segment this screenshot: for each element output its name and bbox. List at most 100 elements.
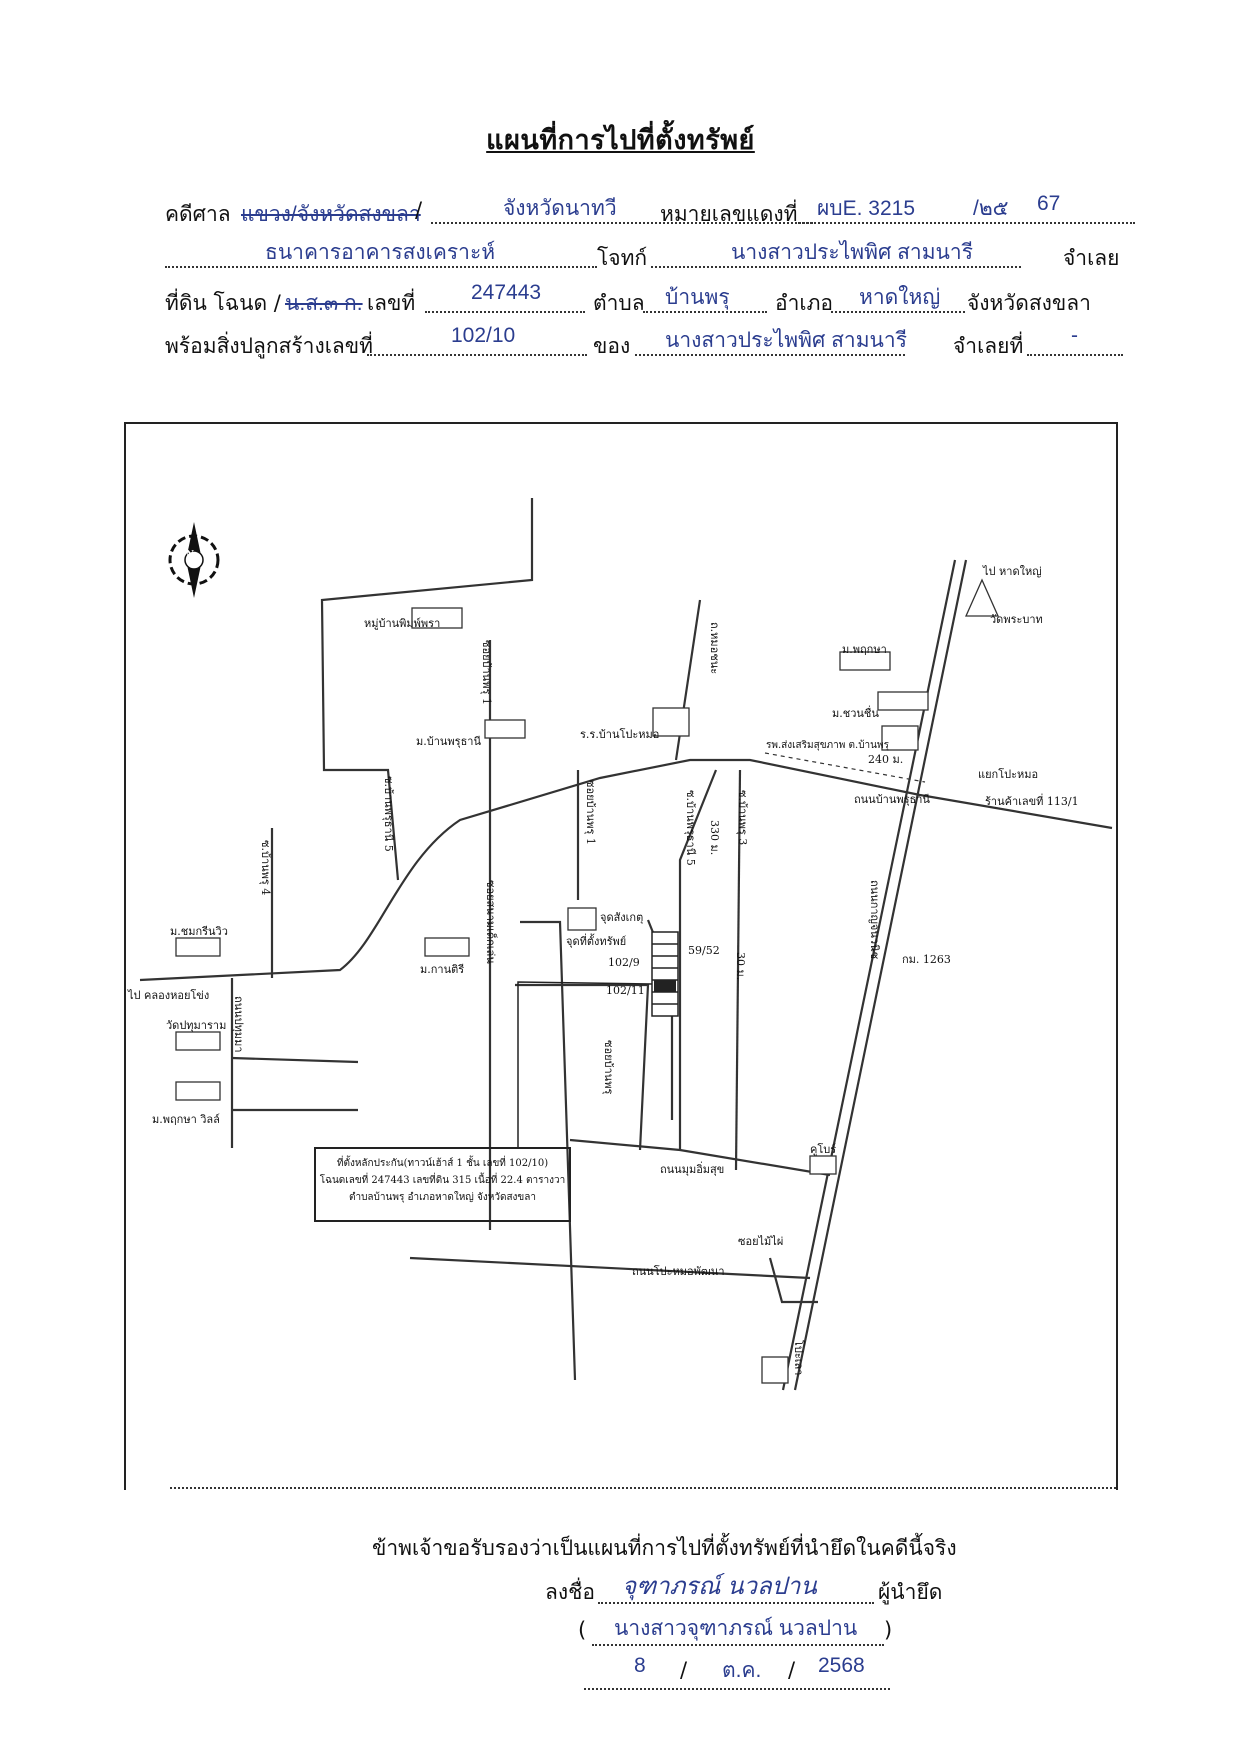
label-soi-banpru-3: ซ.บ้านพรุ 3	[736, 790, 749, 846]
printed-name: นางสาวจุฑาภรณ์ นวลปาน	[614, 1617, 858, 1640]
road-chaloem	[569, 1138, 831, 1177]
owner-label: ของ	[593, 334, 631, 358]
target-block	[651, 931, 679, 1017]
road-target-soi	[520, 920, 577, 1381]
label-road-popo: ถนนโปะหมอพัฒนา	[632, 1265, 725, 1278]
label-shop-113: ร้านค้าเลขที่ 113/1	[985, 795, 1079, 808]
deed-no-label: เลขที่	[367, 291, 416, 315]
label-to-hatyai: ไป หาดใหญ่	[983, 565, 1042, 578]
label-checkpoint: จุดสังเกตุ	[600, 911, 644, 924]
label-soi-banpru-4: ซ.บ้านพรุ 4	[259, 840, 272, 896]
collateral-info-box: ที่ตั้งหลักประกัน(ทาวน์เฮ้าส์ 1 ชั้น เลข…	[314, 1147, 571, 1222]
hospital-icon	[881, 725, 919, 751]
map-bottom-border	[170, 1487, 1116, 1489]
header-line-4: พร้อมสิ่งปลูกสร้างเลขที่ 102/10 ของ นางส…	[165, 324, 1123, 364]
temple-icon-pathumparam	[175, 1031, 221, 1051]
label-soi-1: ซอยบ้านพรุ 1	[480, 640, 493, 705]
slash: /	[415, 198, 423, 222]
info-line-2: โฉนดเลขที่ 247443 เลขที่ดิน 315 เนื้อที่…	[319, 1175, 566, 1186]
date-year: 2568	[818, 1654, 865, 1677]
red-number: ผบE. 3215	[817, 197, 916, 220]
label-soi-5: ซ.บ้านพรุธานี 5	[382, 776, 395, 852]
village-icon-phrueksa-ville	[175, 1081, 221, 1101]
label-pochanai: โปะเลา	[792, 1340, 805, 1376]
land-label: ที่ดิน โฉนด /	[165, 291, 281, 315]
date-day: 8	[634, 1654, 646, 1677]
tambon-label: ตำบล	[593, 291, 645, 315]
year-sep: /๒๕	[973, 197, 1009, 220]
close-paren: )	[884, 1618, 893, 1642]
case-prefix: คดีศาล	[165, 202, 231, 226]
header-line-2: ธนาคารอาคารสงเคราะห์ โจทก์ นางสาวประไพพิ…	[165, 241, 1123, 276]
label-hospital: รพ.ส่งเสริมสุขภาพ ต.บ้านพรุ	[766, 740, 889, 751]
defendant-no-label: จำเลยที่	[953, 334, 1024, 358]
label-m-banprutani: ม.บ้านพรุธานี	[416, 735, 481, 748]
case-year: 67	[1037, 192, 1061, 215]
label-wat-phrabat: วัดพระบาท	[990, 613, 1043, 626]
village-icon-chonkrit	[175, 937, 221, 957]
label-road-soi-north: ซอยบ้านพรุ 1	[584, 780, 597, 845]
label-dist-30: 30 ม.	[734, 952, 747, 981]
info-line-1: ที่ตั้งหลักประกัน(ทาวน์เฮ้าส์ 1 ชั้น เลข…	[336, 1158, 549, 1169]
owner-name: นางสาวประไพพิศ สามนารี	[665, 329, 907, 352]
house-no: 102/10	[451, 324, 516, 347]
village-icon-banprutani	[484, 719, 526, 739]
amphoe-label: อำเภอ	[775, 291, 834, 315]
date-sep-1: /	[680, 1658, 688, 1682]
seizer-label: ผู้นำยึด	[878, 1580, 943, 1604]
road-karnchanavanich	[793, 559, 968, 1391]
hospital-icon-south	[761, 1356, 789, 1384]
road-banprutani	[139, 758, 1113, 982]
deed-no: 247443	[471, 281, 542, 304]
village-icon-pimwara	[411, 607, 463, 629]
road-upper-left-loop	[320, 498, 534, 881]
label-m-chuanchuen: ม.ชวนชื่น	[832, 707, 879, 720]
header-line-1: คดีศาล แขวง/จังหวัดสงขลา / จังหวัดนาทวี …	[165, 192, 1135, 232]
label-m-phrueksa-ville: ม.พฤกษา วิลล์	[152, 1113, 220, 1126]
label-lot-102-9: 102/9	[608, 956, 640, 969]
label-road-chaloem: ถนนมุมอิ่มสุข	[660, 1163, 725, 1176]
village-icon-phrueksa	[839, 651, 891, 671]
compass-icon	[168, 522, 220, 598]
amphoe: หาดใหญ่	[859, 286, 941, 309]
red-number-label: หมายเลขแดงที่	[660, 202, 798, 226]
compass-letter: N	[186, 550, 195, 560]
label-target-mark: จุดที่ตั้งทรัพย์	[566, 935, 627, 948]
sign-label: ลงชื่อ	[545, 1580, 595, 1604]
province: จังหวัดสงขลา	[967, 291, 1091, 315]
label-soi-banpru-5b: ซ.บ้านพรุธานี 5	[684, 790, 697, 866]
date-sep-2: /	[788, 1658, 796, 1682]
label-lot-59-52: 59/52	[688, 944, 720, 957]
court-struck: แขวง/จังหวัดสงขลา	[241, 203, 421, 226]
label-market: แยกโปะหมอ	[978, 768, 1039, 781]
temple-icon-phrabat	[964, 578, 1000, 617]
plaintiff-name: ธนาคารอาคารสงเคราะห์	[265, 241, 496, 264]
label-soi-maisue: ซอยไม้ไผ่	[738, 1235, 784, 1248]
tambon: บ้านพรุ	[665, 286, 730, 309]
village-icon-chuanchuen	[877, 691, 929, 711]
land-struck: น.ส.๓ ก.	[285, 292, 363, 315]
defendant-label: จำเลย	[1063, 246, 1120, 270]
label-road-pomchuen: ซอยสนามเด็กเล่น	[484, 880, 497, 964]
landmark-icon	[567, 907, 597, 931]
village-icon-kanphirot	[424, 937, 470, 957]
label-mubaan-pimwara: หมู่บ้านพิมพ์พรา	[364, 617, 441, 630]
target-lot	[654, 980, 676, 992]
label-lot-102-11: 102/11	[606, 984, 645, 997]
label-wat-pathumparam: วัดปทุมาราม	[166, 1019, 227, 1032]
label-school-banprupo: ร.ร.บ้านโปะหมอ	[580, 728, 660, 741]
label-m-chonkrit: ม.ชมกรีนวิว	[170, 925, 228, 938]
label-dist-330: 330 ม.	[708, 820, 721, 856]
signature: จุฑาภรณ์ นวลปาน	[622, 1573, 817, 1600]
header-line-3: ที่ดิน โฉนด / น.ส.๓ ก. เลขที่ 247443 ตำบ…	[165, 281, 1123, 321]
defendant-name: นางสาวประไพพิศ สามนารี	[731, 241, 973, 264]
map-frame	[124, 422, 1118, 1490]
info-line-3: ตำบลบ้านพรุ อำเภอหาดใหญ่ จังหวัดสงขลา	[348, 1192, 537, 1203]
kuboon-icon	[809, 1155, 837, 1175]
label-m-kanphirot: ม.กานติรี	[420, 963, 465, 976]
label-road-pathum: ถนนปทุมมา	[232, 996, 245, 1053]
label-soi-kumphraem: ซอยบ้านพรุ	[602, 1040, 615, 1095]
dist-240-line	[764, 752, 926, 783]
building-label: พร้อมสิ่งปลูกสร้างเลขที่	[165, 334, 373, 358]
